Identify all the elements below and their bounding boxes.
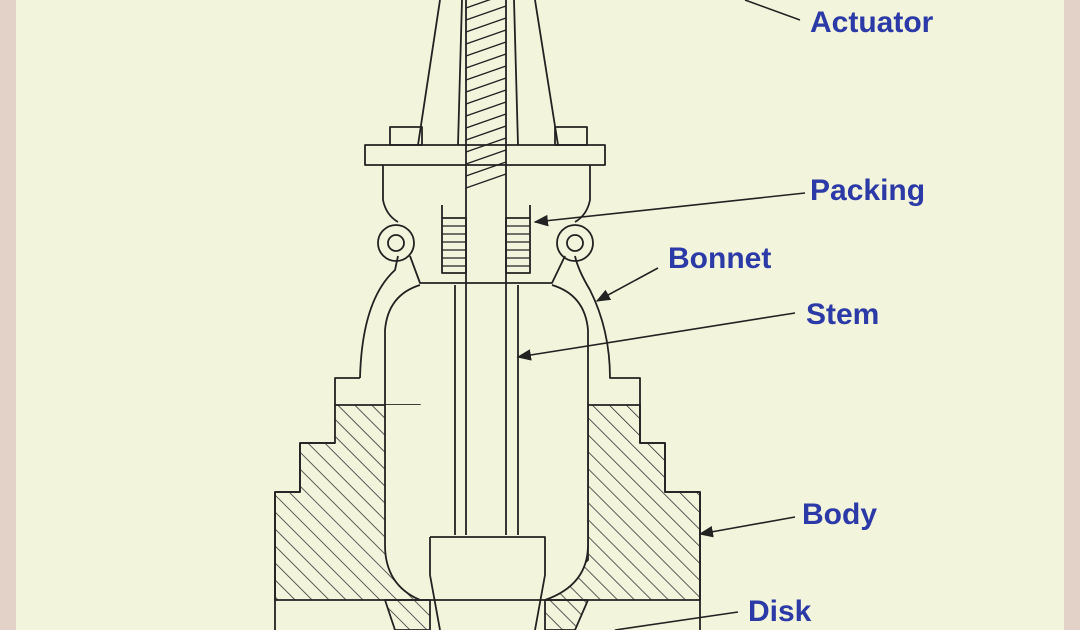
body-outline-left: [274, 377, 360, 630]
disk: [429, 536, 546, 630]
bolt-lug-left: [377, 224, 415, 262]
leader-bonnet: [595, 267, 659, 302]
leader-body: [698, 516, 796, 538]
body-outline-right: [615, 377, 701, 630]
packing-right: [505, 217, 531, 274]
yoke-plate: [364, 144, 606, 166]
bonnet-shell: [359, 255, 615, 379]
label-bonnet: Bonnet: [668, 242, 771, 275]
label-body: Body: [802, 498, 877, 531]
seat-left: [384, 599, 431, 630]
label-actuator: Actuator: [810, 6, 934, 39]
packing-rings: [442, 225, 530, 267]
label-stem: Stem: [806, 298, 879, 331]
label-disk: Disk: [748, 595, 812, 628]
yoke-arm-right: [534, 0, 559, 146]
valve-drawing: [274, 0, 701, 630]
yoke-lug-left: [389, 126, 423, 146]
bonnet-neck: [382, 165, 591, 223]
stem-threads: [465, 0, 507, 189]
seat-right: [544, 599, 589, 630]
bonnet-inner-wall: [384, 284, 589, 405]
packing-left: [441, 217, 467, 274]
leader-disk: [614, 611, 739, 630]
leader-packing: [533, 192, 806, 227]
bolt-lug-right: [556, 224, 594, 262]
label-packing: Packing: [810, 174, 925, 207]
leader-lines: [516, 0, 806, 630]
leader-actuator: [744, 0, 801, 21]
yoke-arm-left: [417, 0, 441, 146]
yoke-lug-right: [554, 126, 588, 146]
body-cavity: [384, 405, 589, 601]
leader-stem: [516, 312, 796, 361]
stem-guide: [454, 285, 519, 535]
